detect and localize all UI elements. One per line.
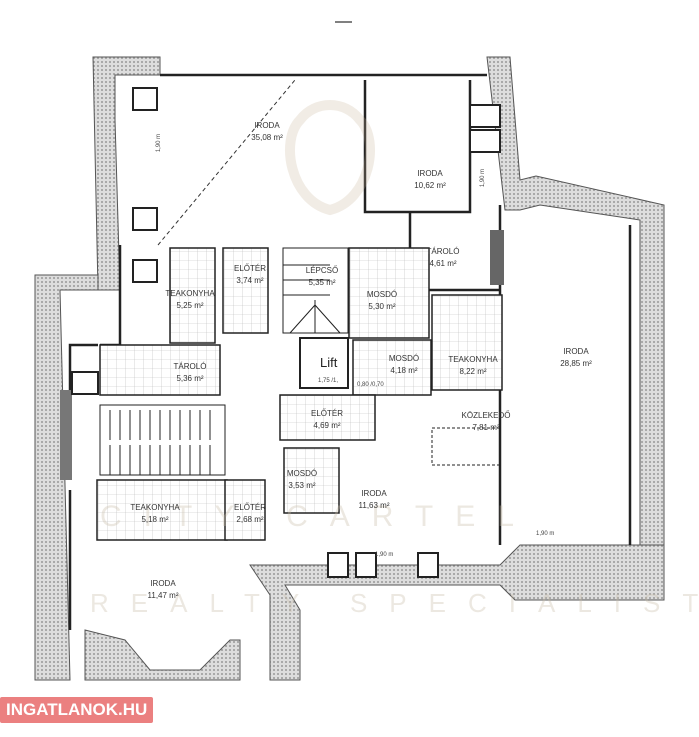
skylights <box>71 87 501 578</box>
lift-label: Lift <box>320 355 338 370</box>
dimension-label: 1,90 m <box>536 531 555 537</box>
lift-dimension: 1,75 /1, <box>318 378 339 384</box>
logo-text: INGATLANOK.HU <box>0 697 154 723</box>
watermark-top: CITY CARTEL <box>100 500 536 533</box>
watermark-bottom: REALTY SPECIALIST <box>90 588 699 618</box>
dimension-label: 1,90 m <box>375 552 394 558</box>
terrace-edges <box>34 56 665 681</box>
dimension-label: 1,90 m <box>156 133 163 153</box>
dimension-label: 1,90 m <box>480 168 487 188</box>
wc-dimension: 0,80 /0,70 <box>357 382 384 388</box>
ingatlanok-logo: INGATLANOK.HU <box>0 697 154 723</box>
